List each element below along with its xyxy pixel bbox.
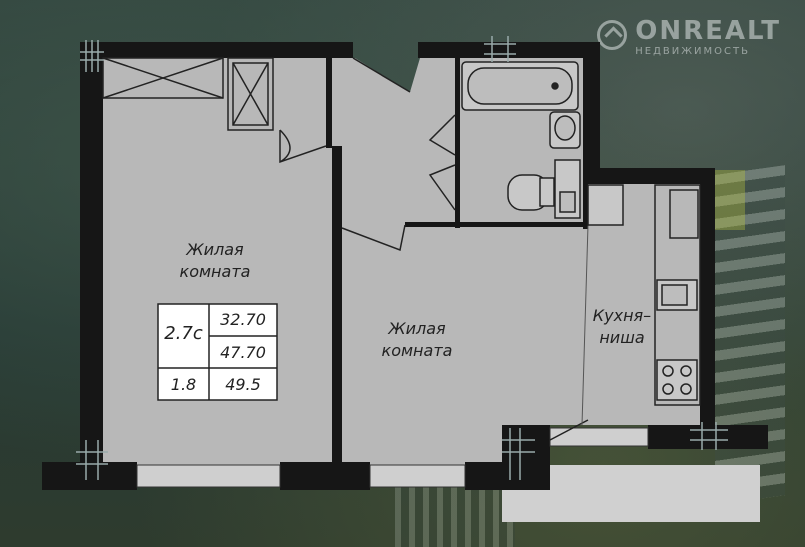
room-label-living-left: Жилая комната <box>170 239 260 283</box>
window-bottom-center <box>369 464 466 488</box>
door-living-center <box>341 224 406 252</box>
room-name-line1: Кухня– <box>592 306 652 325</box>
vent-shaft-closet <box>227 57 274 131</box>
sanitary <box>461 61 581 219</box>
wall-bottom-mid2 <box>465 462 505 490</box>
wall-column-br <box>648 425 768 449</box>
kitchen-counter <box>654 184 701 406</box>
kitchen-equipment <box>587 184 701 406</box>
area-table-grid <box>157 303 278 401</box>
room-name-line1: Жилая <box>186 240 244 259</box>
room-name-line2: комната <box>381 341 453 360</box>
area-with-balcony-value: 49.5 <box>225 375 261 394</box>
total-area-value: 47.70 <box>220 343 266 362</box>
wall-kitchen-top <box>583 168 715 184</box>
ceiling-height: 2.7с <box>164 323 203 344</box>
doors <box>279 57 589 441</box>
wall-left <box>80 42 103 472</box>
vent-shaft-left <box>102 57 224 99</box>
door-wc <box>428 164 456 211</box>
wall-top-left <box>80 42 353 58</box>
room-name-line1: Жилая <box>388 319 446 338</box>
fridge-icon <box>587 184 624 226</box>
door-bath <box>428 114 456 156</box>
column-cross-icon <box>502 428 535 480</box>
wall-top-right <box>418 42 600 58</box>
wall-kitchen-left <box>583 184 588 229</box>
column-markers <box>76 36 728 480</box>
window-bottom-left <box>136 464 281 488</box>
vent-shafts <box>102 57 274 131</box>
wall-column-bl <box>502 425 550 490</box>
ratio-value: 1.8 <box>170 375 197 394</box>
area-table: 2.7с 32.70 47.70 1.8 49.5 <box>157 303 278 401</box>
wall-hall-bottom <box>405 222 585 227</box>
living-room-center-fill <box>342 225 588 465</box>
window-balcony <box>549 427 649 447</box>
hallway-fill <box>332 58 458 225</box>
room-label-kitchen: Кухня– ниша <box>586 305 658 349</box>
brand-name: ONREALT <box>635 16 781 46</box>
wall-bath-left <box>455 58 460 228</box>
brand-tagline: НЕДВИЖИМОСТЬ <box>635 46 750 57</box>
wall-right <box>700 168 715 433</box>
room-name-line2: ниша <box>599 328 645 347</box>
door-hall-entry <box>352 57 411 93</box>
room-label-living-center: Жилая комната <box>372 318 462 362</box>
wall-right-upper <box>583 42 600 172</box>
room-name-line2: комната <box>179 262 251 281</box>
living-area-value: 32.70 <box>220 310 266 329</box>
wall-partition <box>332 146 342 466</box>
wall-bottom-mid <box>280 462 370 490</box>
column-cross-icon <box>80 40 104 72</box>
balcony-fill <box>502 465 760 522</box>
wall-partition-top <box>326 58 332 148</box>
column-cross-icon <box>690 422 728 450</box>
column-cross-icon <box>76 440 108 480</box>
brand-logo-icon <box>597 20 628 50</box>
column-cross-icon <box>484 36 516 62</box>
stove-icon <box>656 359 698 401</box>
kitchen-upper-unit <box>669 189 699 239</box>
walls <box>42 42 768 490</box>
brand-watermark: ONREALT НЕДВИЖИМОСТЬ <box>597 16 781 57</box>
wall-bottom-left <box>42 462 137 490</box>
windows <box>136 427 649 488</box>
